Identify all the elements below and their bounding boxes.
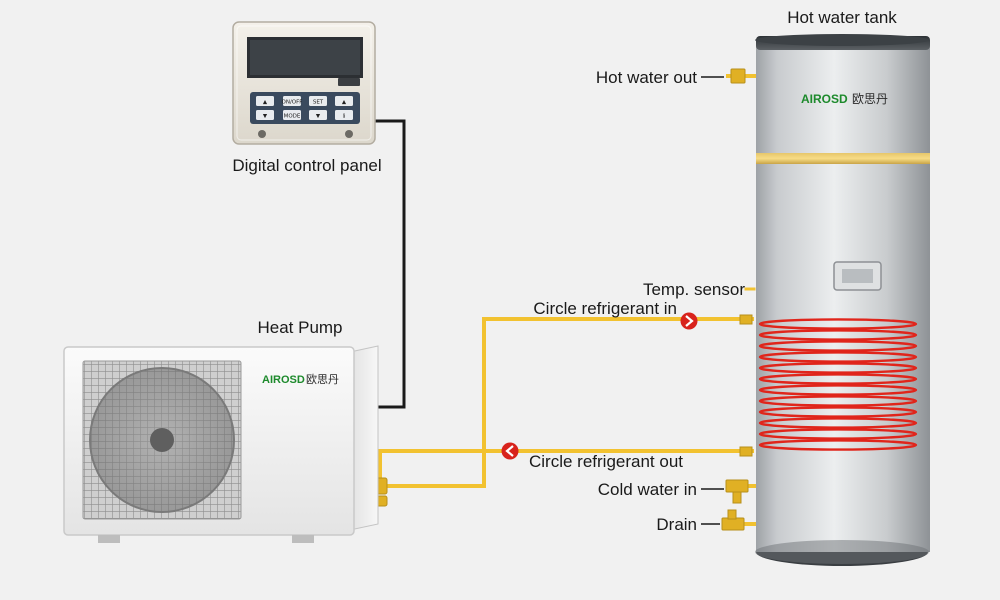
drain-valve xyxy=(721,517,745,531)
heat-pump-foot-left xyxy=(98,535,120,543)
tank-brand-logo: AIROSD 欧思丹 xyxy=(801,92,888,106)
keypad-button-label: ON/OFF xyxy=(282,100,303,106)
tank-display-window xyxy=(833,261,882,291)
coil-loop xyxy=(758,384,918,396)
coil-loop xyxy=(758,406,918,418)
keypad-button-label: MODE xyxy=(284,114,301,120)
keypad-button-label: ▲ xyxy=(342,100,347,106)
refrigerant-in-arrow-marker xyxy=(680,312,698,330)
drain-label: Drain xyxy=(656,515,697,534)
keypad-button[interactable] xyxy=(256,96,274,106)
tank-brand-latin: AIROSD xyxy=(801,92,848,106)
coil-inlet-fitting xyxy=(739,314,753,325)
circle-refrigerant-in-label: Circle refrigerant in xyxy=(533,299,677,318)
digital-control-panel: ▲ ON/OFF SET ▲ ▼ MODE ▼ ℹ xyxy=(232,21,376,145)
control-panel-keypad xyxy=(250,92,360,124)
coil-outlet-fitting xyxy=(739,446,753,457)
keypad-button[interactable] xyxy=(283,110,301,120)
hot-water-out-label: Hot water out xyxy=(596,68,697,87)
circle-refrigerant-out-label: Circle refrigerant out xyxy=(529,452,683,471)
heating-coil xyxy=(758,318,918,451)
heat-pump-fan-grille xyxy=(82,360,242,520)
hot-water-out-fitting xyxy=(730,68,746,84)
keypad-button[interactable] xyxy=(283,96,301,106)
refrigerant-out-pipe xyxy=(378,449,754,488)
cold-water-in-label: Cold water in xyxy=(598,480,697,499)
keypad-button-label: ▼ xyxy=(263,114,268,120)
control-panel-indicator xyxy=(338,78,360,86)
keypad-button[interactable] xyxy=(335,110,353,120)
heat-pump-label: Heat Pump xyxy=(257,318,342,337)
temp-sensor-label: Temp. sensor xyxy=(643,280,745,299)
tank-brand-cjk: 欧思丹 xyxy=(852,92,888,106)
heat-pump-brand-logo: AIROSD 欧思丹 xyxy=(262,373,339,386)
heat-pump-brand-cjk: 欧思丹 xyxy=(306,373,339,386)
coil-loop xyxy=(758,351,918,363)
digital-control-panel-label: Digital control panel xyxy=(232,156,381,175)
refrigerant-in-pipe xyxy=(378,317,754,488)
coil-loop xyxy=(758,318,918,330)
coil-loop xyxy=(758,329,918,341)
coil-loop xyxy=(758,395,918,407)
coil-loop xyxy=(758,417,918,429)
heat-pump-unit xyxy=(63,345,379,543)
hot-water-tank xyxy=(755,34,930,566)
coil-loop xyxy=(758,340,918,352)
keypad-button[interactable] xyxy=(309,110,327,120)
heat-pump-brand-latin: AIROSD xyxy=(262,374,305,386)
keypad-button[interactable] xyxy=(309,96,327,106)
panel-screw-left xyxy=(258,130,266,138)
drain-valve-handle xyxy=(727,509,737,520)
control-wire xyxy=(356,119,406,409)
coil-loop xyxy=(758,373,918,385)
coil-loop xyxy=(758,428,918,440)
hot-water-tank-label: Hot water tank xyxy=(787,8,897,27)
keypad-button-label: ℹ xyxy=(343,113,346,120)
leader-lines xyxy=(701,76,724,525)
keypad-button[interactable] xyxy=(335,96,353,106)
cold-water-valve xyxy=(725,479,749,493)
keypad-button[interactable] xyxy=(256,110,274,120)
cold-water-valve-stem xyxy=(732,491,742,504)
coil-loop xyxy=(758,439,918,451)
keypad-button-label: ▲ xyxy=(263,100,268,106)
keypad-button-label: SET xyxy=(313,100,324,106)
refrigerant-out-arrow-marker xyxy=(501,442,519,460)
keypad-button-label: ▼ xyxy=(316,114,321,120)
heat-pump-foot-right xyxy=(292,535,314,543)
tank-band xyxy=(756,153,930,164)
coil-loop xyxy=(758,362,918,374)
panel-screw-right xyxy=(345,130,353,138)
